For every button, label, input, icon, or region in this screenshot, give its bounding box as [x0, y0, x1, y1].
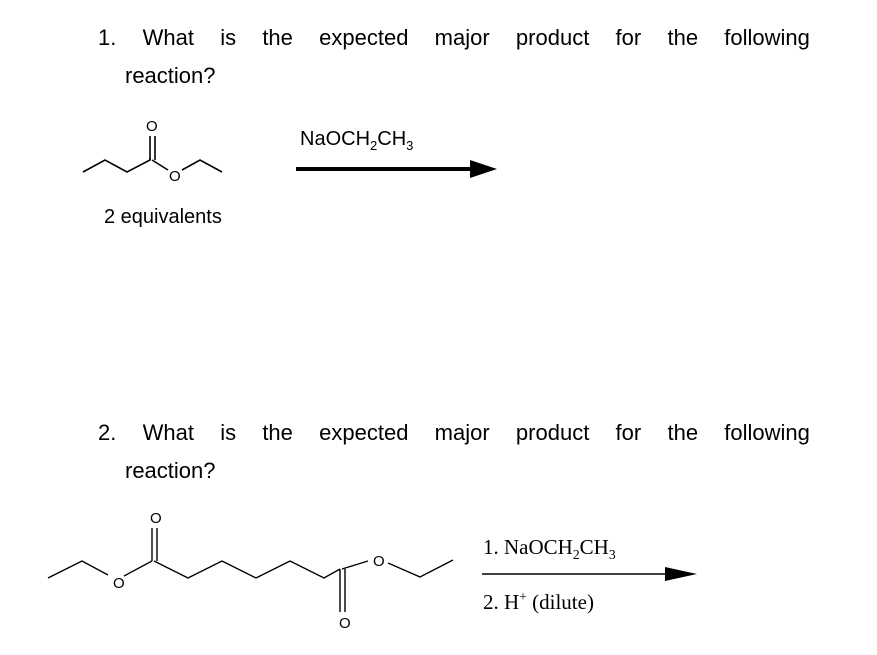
question-1-line-1: 1. What is the expected major product fo… — [98, 19, 810, 57]
word: is — [220, 25, 237, 50]
right-carbonyl-oxygen: O — [339, 615, 351, 632]
question-2-line-2: reaction? — [125, 458, 216, 483]
chain-bonds — [82, 158, 151, 173]
word: for — [615, 25, 642, 50]
reaction-2-step-1: 1. NaOCH2CH3 — [483, 535, 616, 563]
left-ester-bond — [123, 560, 153, 577]
question-number: 2. — [98, 420, 117, 445]
left-ester-oxygen: O — [113, 575, 125, 592]
word: product — [515, 420, 590, 445]
ethyl-bonds — [181, 159, 223, 173]
question-1-line-2: reaction? — [125, 63, 216, 88]
left-ethyl-bonds — [47, 560, 109, 579]
word: the — [262, 420, 293, 445]
right-ester-oxygen: O — [373, 553, 385, 570]
word: the — [262, 25, 293, 50]
reactant-1-equivalents: 2 equivalents — [104, 206, 222, 228]
reaction-2-step-2: 2. H+ (dilute) — [483, 589, 594, 614]
word: expected — [319, 25, 409, 50]
reactant-2-structure — [47, 528, 454, 612]
ester-bond — [151, 159, 169, 171]
question-2-line-1: 2. What is the expected major product fo… — [98, 414, 810, 452]
word: the — [667, 25, 699, 50]
word: following — [724, 420, 810, 445]
question-2: 2. What is the expected major product fo… — [98, 414, 810, 490]
chain-bonds — [153, 560, 341, 579]
word: What — [142, 25, 194, 50]
question-number: 1. — [98, 25, 117, 50]
right-ethyl-bonds — [387, 559, 454, 578]
carbonyl-oxygen: O — [146, 118, 158, 135]
reaction-arrow-head — [470, 160, 497, 178]
reagent-1-label: NaOCH2CH3 — [300, 128, 414, 153]
word: for — [615, 420, 642, 445]
left-carbonyl-oxygen: O — [150, 510, 162, 527]
word: the — [667, 420, 699, 445]
reactant-1-structure — [82, 136, 223, 173]
reaction-2-arrow-head — [665, 567, 697, 581]
word: What — [142, 420, 194, 445]
word: is — [220, 420, 237, 445]
word: expected — [319, 420, 409, 445]
word: major — [434, 420, 490, 445]
word: following — [724, 25, 810, 50]
word: product — [515, 25, 590, 50]
ester-oxygen: O — [169, 168, 181, 185]
right-ester-bond — [341, 560, 369, 570]
word: major — [434, 25, 490, 50]
question-1: 1. What is the expected major product fo… — [98, 19, 810, 95]
